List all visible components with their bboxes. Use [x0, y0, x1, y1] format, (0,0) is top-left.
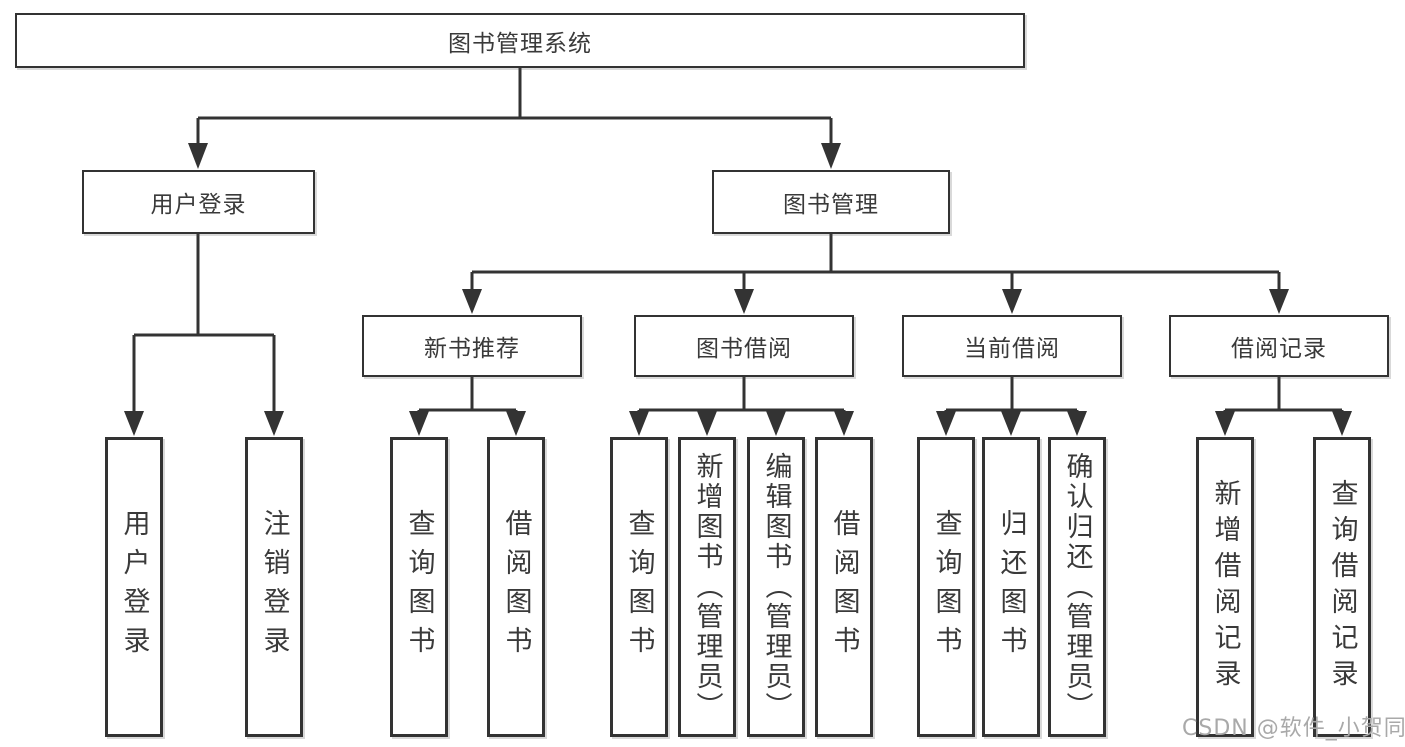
leaf-edit-book-admin: 编辑图书（管理员）	[747, 437, 805, 737]
leaf-user-login: 用户登录	[105, 437, 163, 737]
node-label: 图书管理	[783, 192, 879, 218]
node-label: 编辑图书（管理员）	[760, 452, 792, 722]
node-label: 用户登录	[118, 509, 150, 665]
node-label: 图书借阅	[696, 336, 792, 362]
connector-new-book-recommend-to-leaves	[409, 377, 526, 436]
node-label: 注销登录	[258, 509, 290, 665]
node-label: 借阅记录	[1231, 336, 1327, 362]
node-label: 新增图书（管理员）	[691, 452, 723, 722]
connector-book-management-to-level3	[462, 234, 1289, 314]
node-label: 当前借阅	[964, 336, 1060, 362]
node-label: 归还图书	[995, 509, 1027, 665]
leaf-query-books-current: 查询图书	[917, 437, 975, 737]
node-book-management: 图书管理	[712, 170, 950, 234]
node-label: 借阅图书	[500, 509, 532, 665]
connector-book-borrow-to-leaves	[629, 377, 854, 436]
node-label: 新书推荐	[424, 336, 520, 362]
leaf-query-borrow-record: 查询借阅记录	[1313, 437, 1371, 737]
node-book-borrow: 图书借阅	[634, 315, 854, 377]
leaf-query-books-borrow: 查询图书	[610, 437, 668, 737]
leaf-logout: 注销登录	[245, 437, 303, 737]
node-user-login: 用户登录	[82, 170, 315, 234]
leaf-borrow-books: 借阅图书	[815, 437, 873, 737]
connector-borrow-records-to-leaves	[1215, 377, 1352, 436]
node-label: 借阅图书	[828, 509, 860, 665]
leaf-add-borrow-record: 新增借阅记录	[1196, 437, 1254, 737]
leaf-confirm-return-admin: 确认归还（管理员）	[1048, 437, 1106, 737]
node-borrow-records: 借阅记录	[1169, 315, 1389, 377]
node-label: 查询图书	[930, 509, 962, 665]
node-current-borrow: 当前借阅	[902, 315, 1122, 377]
connector-current-borrow-to-leaves	[936, 377, 1087, 436]
watermark: CSDN @软件_小贺同学	[1182, 716, 1405, 741]
connector-root-to-level2	[188, 68, 841, 169]
leaf-return-books: 归还图书	[982, 437, 1040, 737]
leaf-query-books-recommend: 查询图书	[390, 437, 448, 737]
node-label: 查询借阅记录	[1326, 479, 1358, 695]
node-library-system: 图书管理系统	[15, 13, 1025, 68]
node-label: 用户登录	[150, 192, 247, 218]
connector-user-login-to-leaves	[124, 234, 284, 436]
node-label: 图书管理系统	[448, 30, 592, 57]
node-new-book-recommend: 新书推荐	[362, 315, 582, 377]
node-label: 新增借阅记录	[1209, 479, 1241, 695]
node-label: 查询图书	[403, 509, 435, 665]
node-label: 查询图书	[623, 509, 655, 665]
leaf-borrow-books-recommend: 借阅图书	[487, 437, 545, 737]
leaf-add-book-admin: 新增图书（管理员）	[678, 437, 736, 737]
node-label: 确认归还（管理员）	[1061, 452, 1093, 722]
